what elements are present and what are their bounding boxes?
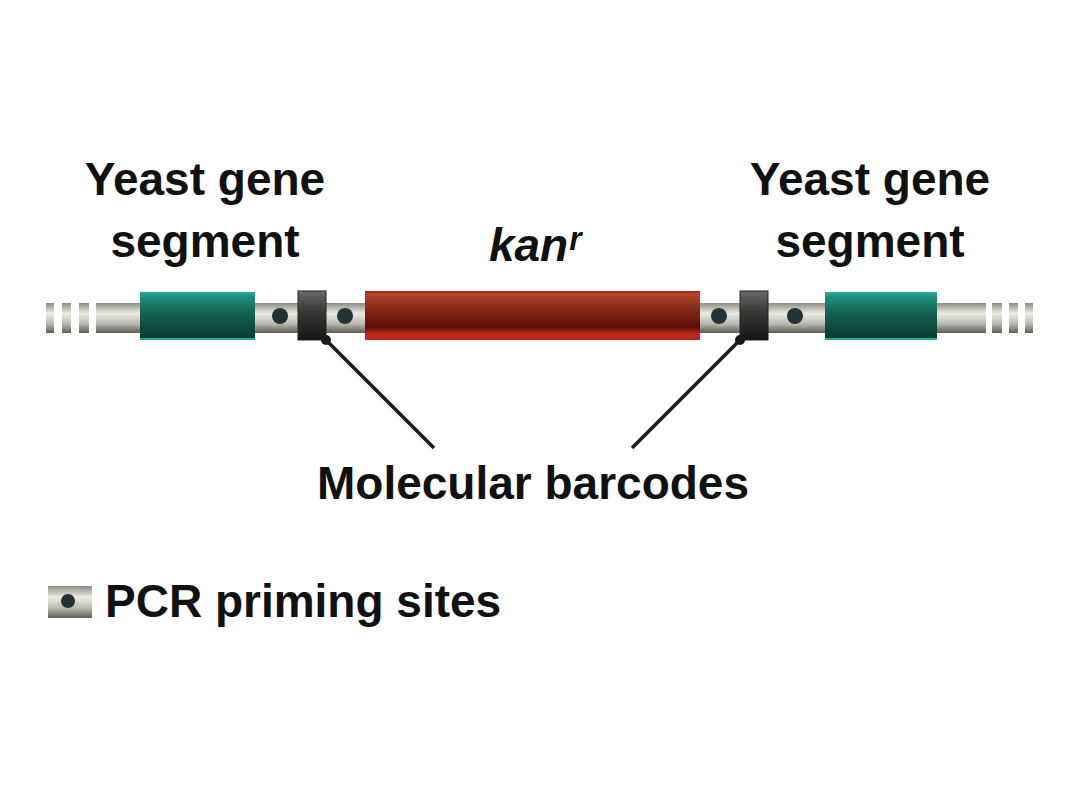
segment-label: Yeast gene segment	[720, 148, 1020, 272]
legend-sample	[48, 586, 92, 618]
barcode-block	[298, 291, 326, 340]
marker-gene-segment: kanʳ	[365, 214, 700, 340]
leader-line	[326, 340, 740, 448]
gene-box	[140, 292, 255, 340]
gene-segment: Yeast gene segment	[55, 148, 355, 340]
gene-segment: Yeast gene segment	[720, 148, 1020, 340]
kan-box	[365, 291, 700, 340]
segment-label: kanʳ	[385, 214, 685, 276]
legend-text: PCR priming sites	[105, 573, 501, 629]
barcode-block	[740, 291, 768, 340]
callout-label: Molecular barcodes	[317, 455, 749, 511]
gene-box	[825, 292, 937, 340]
segment-label: Yeast gene segment	[55, 148, 355, 272]
